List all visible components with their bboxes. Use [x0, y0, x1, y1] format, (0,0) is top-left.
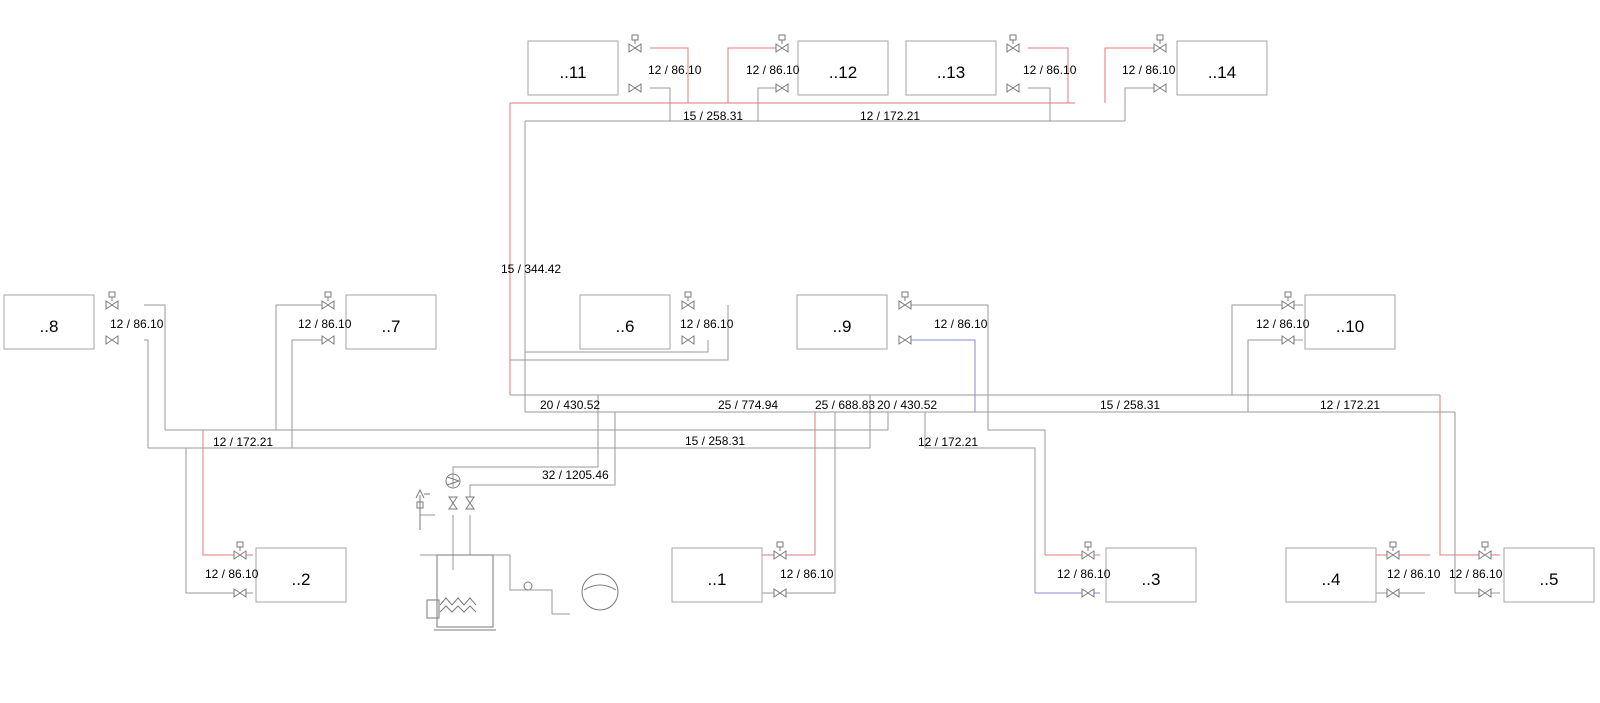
- radiator-6[interactable]: ..6: [579, 294, 671, 350]
- branch-label-r9: 12 / 86.10: [934, 317, 988, 331]
- radiator-label: ..11: [559, 63, 586, 82]
- boiler-icon: [426, 554, 496, 631]
- branch-label-r3: 12 / 86.10: [1057, 567, 1111, 581]
- radiator-label: ..8: [40, 317, 59, 336]
- radiator-14[interactable]: ..14: [1176, 40, 1268, 96]
- pipe-label-boiler-main: 32 / 1205.46: [542, 468, 609, 482]
- radiator-5[interactable]: ..5: [1503, 547, 1595, 603]
- valve-icon[interactable]: [1386, 588, 1400, 598]
- branch-label-r4: 12 / 86.10: [1387, 567, 1441, 581]
- valve-icon[interactable]: [233, 588, 247, 598]
- pipe-label-main-d: 20 / 430.52: [877, 398, 937, 412]
- branch-label-r7: 12 / 86.10: [298, 317, 352, 331]
- radiator-label: ..5: [1540, 570, 1559, 589]
- branch-label-r14: 12 / 86.10: [1122, 63, 1176, 77]
- branch-label-r1: 12 / 86.10: [780, 567, 834, 581]
- pipe-label-main-c: 25 / 688.83: [815, 398, 875, 412]
- thermostatic-valve-icon[interactable]: [1006, 34, 1020, 53]
- radiator-label: ..14: [1208, 63, 1236, 82]
- branch-label-r8: 12 / 86.10: [110, 317, 164, 331]
- thermostatic-valve-icon[interactable]: [1281, 291, 1295, 310]
- pump-icon: [445, 473, 461, 489]
- thermostatic-valve-icon[interactable]: [233, 541, 247, 560]
- pipe-label-top-left: 15 / 258.31: [683, 109, 743, 123]
- radiator-7[interactable]: ..7: [345, 294, 437, 350]
- radiator-4[interactable]: ..4: [1285, 547, 1377, 603]
- radiator-label: ..12: [829, 63, 857, 82]
- pipe-label-lower-mid: 15 / 258.31: [685, 434, 745, 448]
- valve-icon[interactable]: [1153, 83, 1167, 93]
- branch-label-r13: 12 / 86.10: [1023, 63, 1077, 77]
- radiator-label: ..2: [292, 570, 311, 589]
- valve-icon[interactable]: [105, 335, 119, 345]
- valve-icon: [465, 496, 475, 510]
- radiator-1[interactable]: ..1: [671, 547, 763, 603]
- radiator-11[interactable]: ..11: [527, 40, 619, 96]
- branch-label-r10: 12 / 86.10: [1256, 317, 1310, 331]
- pressure-gauge-icon: [523, 581, 570, 615]
- radiator-2[interactable]: ..2: [255, 547, 347, 603]
- branch-label-r12: 12 / 86.10: [746, 63, 800, 77]
- pipe-label-riser: 15 / 344.42: [501, 262, 561, 276]
- valve-icon[interactable]: [1281, 335, 1295, 345]
- valve-icon[interactable]: [898, 335, 912, 345]
- thermostatic-valve-icon[interactable]: [321, 291, 335, 310]
- thermostatic-valve-icon[interactable]: [681, 291, 695, 310]
- pipe-network: [144, 47, 1500, 594]
- pipe-label-top-right: 12 / 172.21: [860, 109, 920, 123]
- radiator-12[interactable]: ..12: [797, 40, 889, 96]
- valve-group: [105, 34, 1492, 598]
- radiator-10[interactable]: ..10: [1304, 294, 1396, 350]
- thermostatic-valve-icon[interactable]: [1081, 541, 1095, 560]
- pipe-label-left-branch: 12 / 172.21: [213, 435, 273, 449]
- thermostatic-valve-icon[interactable]: [628, 34, 642, 53]
- branch-label-r6: 12 / 86.10: [680, 317, 734, 331]
- boiler-plant: [415, 473, 619, 631]
- branch-label-r5: 12 / 86.10: [1449, 567, 1503, 581]
- radiator-label: ..7: [382, 317, 401, 336]
- valve-icon[interactable]: [681, 335, 695, 345]
- safety-valve-icon: [415, 488, 430, 530]
- valve-icon: [448, 496, 458, 510]
- branch-label-r2: 12 / 86.10: [205, 567, 259, 581]
- thermostatic-valve-icon[interactable]: [1153, 34, 1167, 53]
- branch-label-r11: 12 / 86.10: [648, 63, 702, 77]
- pipe-label-main-b: 25 / 774.94: [718, 398, 778, 412]
- pipe-labels: 15 / 258.31 12 / 172.21 15 / 344.42 20 /…: [213, 109, 1380, 482]
- radiator-label: ..13: [937, 63, 965, 82]
- valve-icon[interactable]: [628, 83, 642, 93]
- radiator-9[interactable]: ..9: [796, 294, 888, 350]
- radiator-label: ..6: [616, 317, 635, 336]
- valve-icon[interactable]: [773, 588, 787, 598]
- valve-icon[interactable]: [1478, 588, 1492, 598]
- radiator-3[interactable]: ..3: [1105, 547, 1197, 603]
- thermostatic-valve-icon[interactable]: [775, 34, 789, 53]
- valve-icon[interactable]: [1006, 83, 1020, 93]
- radiator-label: ..1: [708, 570, 727, 589]
- radiator-label: ..9: [833, 317, 852, 336]
- pipe-label-right-branch: 12 / 172.21: [918, 435, 978, 449]
- branch-labels: 12 / 86.10 12 / 86.10 12 / 86.10 12 / 86…: [110, 63, 1503, 581]
- thermostatic-valve-icon[interactable]: [1478, 541, 1492, 560]
- thermostatic-valve-icon[interactable]: [105, 291, 119, 310]
- pipe-label-main-a: 20 / 430.52: [540, 398, 600, 412]
- thermostatic-valve-icon[interactable]: [898, 291, 912, 310]
- thermostatic-valve-icon[interactable]: [773, 541, 787, 560]
- radiator-label: ..3: [1142, 570, 1161, 589]
- valve-icon[interactable]: [321, 335, 335, 345]
- radiator-8[interactable]: ..8: [3, 294, 95, 350]
- valve-icon[interactable]: [1081, 588, 1095, 598]
- valve-icon[interactable]: [775, 83, 789, 93]
- pipe-label-main-e: 15 / 258.31: [1100, 398, 1160, 412]
- radiator-label: ..10: [1336, 317, 1364, 336]
- expansion-tank-icon: [581, 573, 619, 611]
- radiator-label: ..4: [1322, 570, 1341, 589]
- radiator-13[interactable]: ..13: [905, 40, 997, 96]
- thermostatic-valve-icon[interactable]: [1386, 541, 1400, 560]
- pipe-label-main-f: 12 / 172.21: [1320, 398, 1380, 412]
